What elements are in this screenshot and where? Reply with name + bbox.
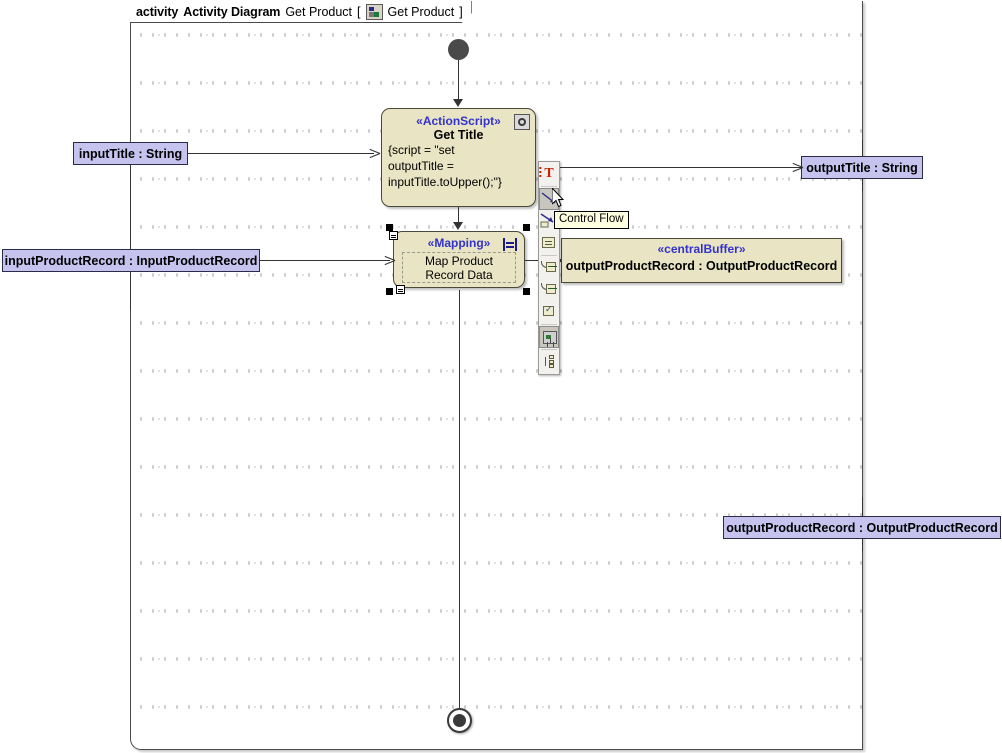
get-title-stereotype: «ActionScript» — [416, 114, 501, 128]
mapping-name-line2: Record Data — [425, 267, 493, 282]
accept-event-icon — [541, 283, 557, 296]
pin-input-product-record[interactable]: inputProductRecord : InputProductRecord — [2, 249, 260, 272]
structure-tree-icon — [543, 355, 555, 368]
selection-handle-name-edit[interactable] — [389, 231, 398, 240]
guide-input-title — [130, 165, 131, 250]
initial-node[interactable] — [448, 39, 469, 60]
arrowhead-get-title-to-mapping — [453, 222, 463, 230]
central-buffer-node[interactable]: «centralBuffer» outputProductRecord : Ou… — [561, 238, 842, 283]
mapping-name-line1: Map Product — [424, 253, 494, 268]
palette-item-text-tool[interactable]: T — [539, 163, 559, 185]
action-node-get-title[interactable]: «ActionScript» Get Title {script = "set … — [381, 108, 536, 207]
pin-input-title[interactable]: inputTitle : String — [73, 142, 188, 165]
palette-item-object-flow-tool[interactable] — [539, 210, 559, 232]
central-buffer-name: outputProductRecord : OutputProductRecor… — [565, 259, 838, 273]
palette-separator-1 — [541, 186, 557, 187]
frame-diagram-name: Get Product — [285, 4, 353, 19]
central-buffer-stereotype: «centralBuffer» — [657, 242, 746, 256]
pin-output-product-record[interactable]: outputProductRecord : OutputProductRecor… — [723, 516, 1001, 539]
arrowhead-output-title — [792, 161, 802, 173]
selection-handle-bottom-left[interactable] — [386, 288, 393, 295]
activity-final-node[interactable] — [447, 708, 472, 733]
tooltip-control-flow: Control Flow — [554, 211, 629, 229]
guide-output-record-top — [862, 497, 863, 516]
pin-icon — [543, 331, 557, 344]
guide-output-title-top — [862, 140, 863, 157]
mapping-stereotype: «Mapping» — [427, 236, 491, 250]
palette-item-send-signal-tool[interactable] — [539, 257, 559, 279]
frame-keyword: activity — [136, 4, 179, 19]
mapping-icon — [503, 238, 517, 251]
guide-output-record-bottom — [862, 539, 863, 551]
selection-handle-bottom-right[interactable] — [523, 288, 530, 295]
frame-bracket-close: ] — [459, 4, 463, 19]
edge-initial-to-get-title[interactable] — [458, 60, 459, 101]
arrowhead-input-record — [384, 254, 394, 266]
arrowhead-input-title — [369, 147, 379, 159]
selection-handle-top-left[interactable] — [386, 224, 393, 231]
get-title-name: Get Title — [433, 128, 484, 142]
palette-item-opaque-action-tool[interactable] — [539, 232, 559, 254]
palette-item-pin-tool[interactable] — [539, 326, 559, 348]
get-title-script: {script = "set outputTitle = inputTitle.… — [388, 143, 502, 189]
edge-mapping-to-final[interactable] — [459, 290, 460, 708]
time-event-icon — [543, 304, 554, 316]
selection-handle-resize[interactable] — [396, 285, 405, 294]
guide-output-title-bottom — [862, 179, 863, 191]
guide-input-record — [130, 272, 131, 310]
mouse-pointer — [552, 188, 565, 208]
arrowhead-initial-to-get-title — [453, 99, 463, 107]
send-signal-icon — [541, 261, 557, 274]
mapping-name-block: Map Product Record Data — [402, 252, 516, 283]
palette-separator-3 — [541, 324, 557, 325]
note-lines-icon — [542, 237, 555, 248]
palette-item-structure-tool[interactable] — [539, 351, 559, 373]
palette-separator-2 — [541, 255, 557, 256]
selection-handle-top-right[interactable] — [523, 224, 530, 231]
frame-owner-name: Get Product — [387, 4, 455, 19]
object-flow-icon — [540, 213, 554, 228]
frame-type-label: Activity Diagram — [183, 4, 281, 19]
activity-diagram-icon — [366, 4, 383, 20]
edge-get-title-to-mapping[interactable] — [458, 207, 459, 224]
text-T-icon: T — [539, 166, 554, 181]
action-script-icon — [514, 114, 530, 130]
frame-bracket-open: [ — [357, 4, 361, 19]
frame-heading: activity Activity Diagram Get Product [ … — [130, 1, 472, 23]
palette-item-accept-event-tool[interactable] — [539, 279, 559, 301]
palette-separator-4 — [541, 349, 557, 350]
edge-input-record-to-mapping[interactable] — [260, 260, 390, 261]
palette-item-time-event-tool[interactable] — [539, 301, 559, 323]
edge-input-title-to-get-title[interactable] — [188, 153, 374, 154]
action-node-map-product-record-data[interactable]: «Mapping» Map Product Record Data — [393, 231, 525, 288]
edge-get-title-to-output-title[interactable] — [554, 167, 802, 168]
pin-output-title[interactable]: outputTitle : String — [801, 156, 923, 179]
